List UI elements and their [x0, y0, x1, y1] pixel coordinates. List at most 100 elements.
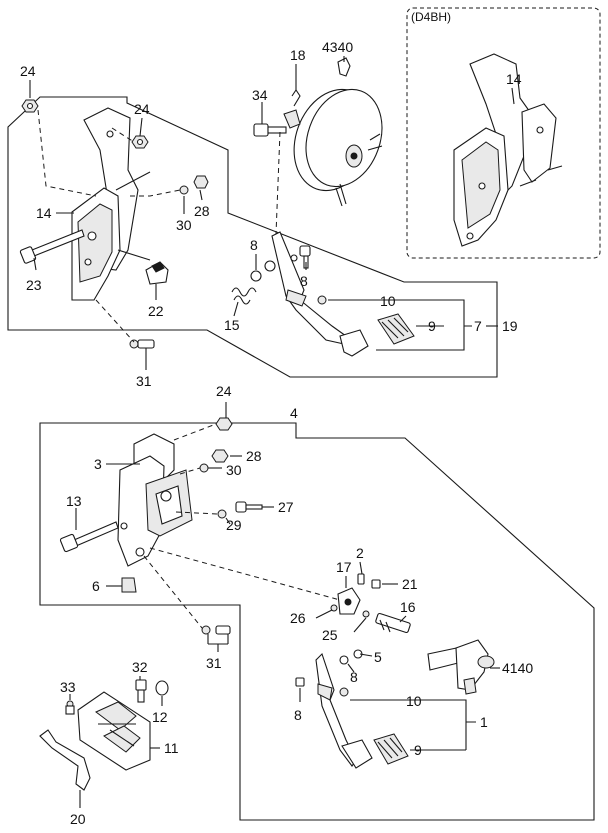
callout-14b: 14 [506, 71, 522, 87]
bolt-34 [253, 109, 301, 137]
callout-9b: 9 [414, 742, 422, 758]
callout-32: 32 [132, 659, 148, 675]
pin-2 [357, 573, 365, 585]
callout-16: 16 [400, 599, 416, 615]
callout-21: 21 [402, 576, 418, 592]
callout-28a: 28 [194, 203, 210, 219]
callout-labels: 24 24 14 23 30 28 22 31 18 4340 34 8 8 1… [20, 39, 533, 827]
nut-24a [21, 99, 39, 113]
pedal-pad-9b [373, 733, 409, 765]
callout-24a: 24 [20, 63, 36, 79]
callout-14a: 14 [36, 205, 52, 221]
nut-24b [131, 135, 149, 149]
callout-24c: 24 [216, 383, 232, 399]
callout-31a: 31 [136, 373, 152, 389]
pin-21 [371, 579, 381, 589]
master-cylinder-4140 [427, 639, 495, 695]
callout-15: 15 [224, 317, 240, 333]
callout-2: 2 [356, 545, 364, 561]
clip-6 [121, 577, 137, 593]
dash-31a [95, 299, 135, 343]
callout-10b: 10 [406, 693, 422, 709]
callout-7: 7 [474, 318, 482, 334]
callout-8b: 8 [300, 273, 308, 289]
pushrod-16 [375, 612, 411, 634]
callout-8a: 8 [250, 237, 258, 253]
callout-5: 5 [374, 649, 382, 665]
bolts-31b [201, 625, 231, 635]
callout-25: 25 [322, 627, 338, 643]
callout-3: 3 [94, 456, 102, 472]
bracket-17 [337, 587, 361, 615]
callout-30b: 30 [226, 462, 242, 478]
callout-24b: 24 [134, 101, 150, 117]
clutch-bracket-3 [117, 433, 193, 567]
group-19-outline [7, 96, 498, 378]
leader-lines [29, 56, 515, 808]
dash-24a [37, 109, 97, 197]
pedal-pad-9a [377, 313, 415, 345]
callout-10a: 10 [380, 293, 396, 309]
callout-27: 27 [278, 499, 294, 515]
callout-31b: 31 [206, 655, 222, 671]
bolt-23 [19, 229, 85, 264]
pedal-bracket-14 [71, 107, 151, 301]
callout-17: 17 [336, 559, 352, 575]
clip-26 [330, 604, 338, 612]
bracket-20 [39, 729, 91, 791]
washer-29 [217, 509, 227, 519]
callout-30a: 30 [176, 217, 192, 233]
bolt-8b [299, 245, 311, 269]
callout-22: 22 [148, 303, 164, 319]
group-4-outline [39, 422, 595, 821]
callout-4140: 4140 [502, 660, 533, 676]
dash-24b [111, 127, 135, 143]
callout-13: 13 [66, 493, 82, 509]
stop-10b [339, 687, 349, 697]
bolt-27 [235, 501, 263, 513]
bolt-32 [135, 679, 147, 703]
nut-24c [215, 417, 233, 431]
callout-6: 6 [92, 578, 100, 594]
callout-8c: 8 [350, 669, 358, 685]
seal-4340-top [337, 57, 351, 77]
switch-22 [145, 261, 169, 285]
clutch-pedal-1 [315, 652, 373, 769]
variant-box [406, 7, 601, 259]
callout-9a: 9 [428, 318, 436, 334]
callout-20: 20 [70, 811, 86, 827]
callout-11: 11 [164, 740, 179, 756]
washer-30b [199, 463, 209, 473]
dash-30 [130, 189, 181, 197]
bolts-31a [129, 339, 155, 349]
dash-31b [143, 555, 203, 629]
dash-pedal-link [149, 547, 341, 601]
bushing-5 [339, 649, 363, 665]
dash-booster-rod [275, 131, 281, 235]
dash-30b [179, 467, 201, 475]
bolt-33 [65, 700, 75, 715]
dash-29 [175, 511, 219, 515]
nut-28b [211, 449, 229, 463]
stop-10a [317, 295, 327, 305]
cap-12 [155, 680, 169, 696]
callout-23: 23 [26, 277, 42, 293]
bolt-13 [59, 521, 119, 553]
brake-pedal-7 [271, 231, 369, 357]
callout-29: 29 [226, 517, 242, 533]
callout-34: 34 [252, 87, 268, 103]
callout-4340: 4340 [322, 39, 353, 55]
bushing-8a [250, 260, 276, 282]
brake-booster-4340 [293, 88, 383, 207]
clip-25 [362, 610, 370, 618]
dash-24c [173, 423, 217, 441]
callout-12: 12 [152, 709, 168, 725]
callout-4: 4 [290, 405, 298, 421]
callout-8d: 8 [294, 707, 302, 723]
callout-19: 19 [502, 318, 518, 334]
callout-26: 26 [290, 610, 306, 626]
clip-18 [291, 89, 301, 107]
nut-28a [193, 175, 209, 189]
callout-1: 1 [480, 714, 488, 730]
